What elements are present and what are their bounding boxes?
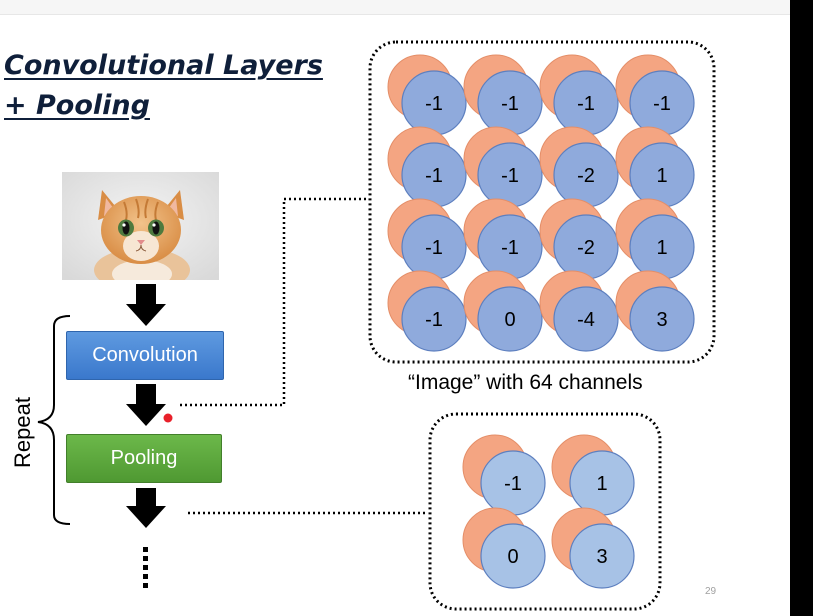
title-line-2: + Pooling [4,90,150,121]
conv-output-value: 1 [656,237,667,259]
conv-output-frame [368,40,716,364]
title-line-1: Convolutional Layers [4,50,323,81]
down-arrow-2 [126,384,166,426]
pool-output-value: -1 [504,473,522,495]
conv-output-cell: -2 [539,198,619,280]
conv-output-value: -1 [577,93,595,115]
pool-output-value: 1 [596,473,607,495]
laser-pointer-dot [163,413,173,423]
conv-output-value: 0 [504,309,515,331]
conv-output-value: -2 [577,165,595,187]
conv-output-grid: -1 -1 -1 -1 -1 -1 -2 1 -1 -1 -2 1 -1 0 -4 3 [387,54,695,352]
conv-output-cell: -1 [615,54,695,136]
conv-output-cell: -1 [463,126,543,208]
conv-output-cell: -4 [539,270,619,352]
repeat-brace [37,315,71,525]
top-toolbar-strip [0,0,790,15]
conv-output-value: -1 [501,237,519,259]
conv-output-cell: 1 [615,198,695,280]
conv-output-front-channel-circle [401,286,467,352]
conv-output-front-channel-circle [477,286,543,352]
pool-output-value: 3 [596,546,607,568]
conv-output-value: -1 [425,309,443,331]
conv-output-value: -4 [577,309,595,331]
pool-output-frame [428,412,662,611]
connector-to-conv-output [180,197,368,407]
pool-output-front-channel-circle [480,523,546,589]
conv-output-value: -1 [501,165,519,187]
conv-output-cell: 1 [615,126,695,208]
conv-output-value: -1 [653,93,671,115]
conv-output-front-channel-circle [629,286,695,352]
convolution-box: Convolution [66,331,224,380]
kitten-image [62,172,219,280]
pool-output-front-channel-circle [569,523,635,589]
slide-title: Convolutional Layers + Pooling [4,46,323,126]
pool-output-cell: 1 [551,434,635,516]
pool-output-cell: 0 [462,507,546,589]
conv-output-cell: -1 [387,126,467,208]
page-number: 29 [705,586,717,597]
conv-output-value: -1 [501,93,519,115]
conv-output-value: 1 [656,165,667,187]
continuation-dots [143,547,148,588]
conv-output-value: -2 [577,237,595,259]
conv-output-cell: -2 [539,126,619,208]
pool-output-cell: 3 [551,507,635,589]
conv-output-cell: -1 [463,198,543,280]
conv-output-caption: “Image” with 64 channels [408,371,643,394]
conv-output-cell: -1 [387,54,467,136]
conv-output-cell: 0 [463,270,543,352]
pool-output-value: 0 [507,546,518,568]
conv-output-value: -1 [425,165,443,187]
conv-output-cell: -1 [387,198,467,280]
pool-output-grid: -1 1 0 3 [462,434,635,589]
conv-output-value: -1 [425,237,443,259]
pooling-box: Pooling [66,434,222,483]
conv-output-cell: -1 [387,270,467,352]
kitten-illustration [62,172,219,280]
conv-output-cell: 3 [615,270,695,352]
down-arrow-3 [126,488,166,528]
down-arrow-1 [126,284,166,326]
conv-output-cell: -1 [463,54,543,136]
right-black-bar [790,0,813,616]
pool-output-cell: -1 [462,434,546,516]
conv-output-cell: -1 [539,54,619,136]
conv-output-value: -1 [425,93,443,115]
diagram-overlay: -1 -1 -1 -1 -1 -1 -2 1 -1 -1 -2 1 -1 0 -4 3 -1 1 0 3 [37,40,716,611]
conv-output-front-channel-circle [553,286,619,352]
conv-output-value: 3 [656,309,667,331]
